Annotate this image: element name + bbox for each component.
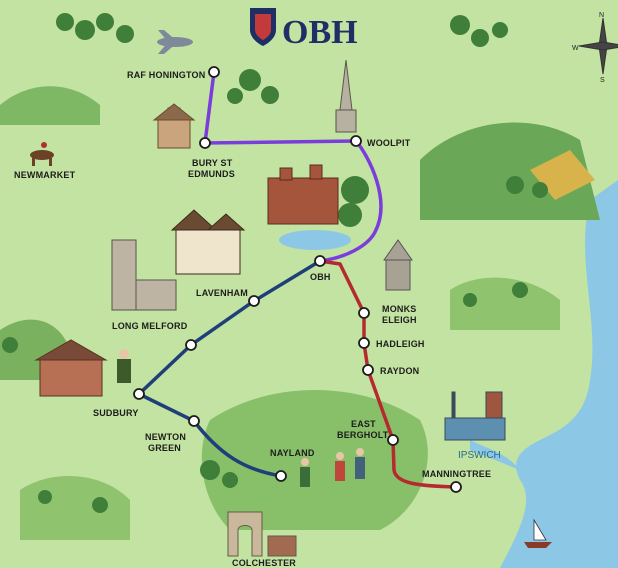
arch-icon — [227, 511, 297, 557]
label-newmarket: NEWMARKET — [14, 170, 76, 180]
label-lavenham: LAVENHAM — [196, 288, 248, 298]
stop-nayland[interactable] — [275, 470, 287, 482]
label-hadleigh: HADLEIGH — [376, 339, 425, 349]
label-manningtree: MANNINGTREE — [422, 469, 491, 479]
label-nayland: NAYLAND — [270, 448, 315, 458]
label-long-melford: LONG MELFORD — [112, 321, 188, 331]
stop-obh[interactable] — [314, 255, 326, 267]
compass-w: W — [572, 45, 579, 52]
stop-lavenham[interactable] — [248, 295, 260, 307]
label-monks-line1: MONKS — [382, 304, 417, 314]
stop-newton-green[interactable] — [188, 415, 200, 427]
label-newton-line2: GREEN — [148, 443, 181, 453]
hikers-icon — [300, 448, 365, 487]
sea — [500, 180, 618, 568]
manor-house-icon — [267, 164, 339, 225]
cathedral-tower-icon — [111, 239, 177, 311]
sailboat-icon — [524, 518, 552, 548]
church-spire-icon — [335, 59, 357, 133]
label-east-line1: EAST — [351, 419, 376, 429]
stop-monks-eleigh[interactable] — [358, 307, 370, 319]
label-east-line2: BERGHOLT — [337, 430, 389, 440]
lake — [279, 230, 351, 250]
crest-icon — [250, 8, 276, 46]
compass-icon — [578, 17, 618, 75]
stop-raf-honington[interactable] — [208, 66, 220, 78]
label-bury-line1: BURY ST — [192, 158, 233, 168]
stop-east-bergholt[interactable] — [387, 434, 399, 446]
monument-icon — [383, 239, 413, 291]
compass-s: S — [600, 77, 605, 84]
hill — [201, 390, 428, 530]
river-estuary — [470, 440, 520, 470]
stop-sudbury[interactable] — [133, 388, 145, 400]
label-raf-honington: RAF HONINGTON — [127, 70, 205, 80]
compass-n: N — [599, 12, 604, 19]
harbour-icon — [444, 391, 506, 441]
label-monks-line2: ELEIGH — [382, 315, 417, 325]
label-raydon: RAYDON — [380, 366, 419, 376]
stop-manningtree[interactable] — [450, 481, 462, 493]
route-north — [203, 71, 383, 263]
map-title: OBH — [282, 14, 358, 51]
label-obh: OBH — [310, 272, 331, 282]
label-bury-line2: EDMUNDS — [188, 169, 235, 179]
town-hall-icon — [152, 103, 196, 149]
route-west — [135, 259, 321, 478]
tudor-house-icon — [170, 209, 246, 275]
figure-icon — [117, 349, 131, 383]
tree-icon — [2, 13, 548, 513]
airplane-icon — [157, 30, 193, 54]
stop-bury-st-edmunds[interactable] — [199, 137, 211, 149]
stop-raydon[interactable] — [362, 364, 374, 376]
horse-rider-icon — [30, 142, 54, 166]
hill — [0, 86, 100, 125]
label-ipswich: IPSWICH — [458, 450, 501, 461]
hill — [450, 277, 560, 330]
stop-woolpit[interactable] — [350, 135, 362, 147]
label-newton-line1: NEWTON — [145, 432, 186, 442]
label-sudbury: SUDBURY — [93, 408, 139, 418]
hall-icon — [34, 339, 108, 397]
label-colchester: COLCHESTER — [232, 558, 296, 568]
label-woolpit: WOOLPIT — [367, 138, 411, 148]
stop-long-melford[interactable] — [185, 339, 197, 351]
stop-hadleigh[interactable] — [358, 337, 370, 349]
